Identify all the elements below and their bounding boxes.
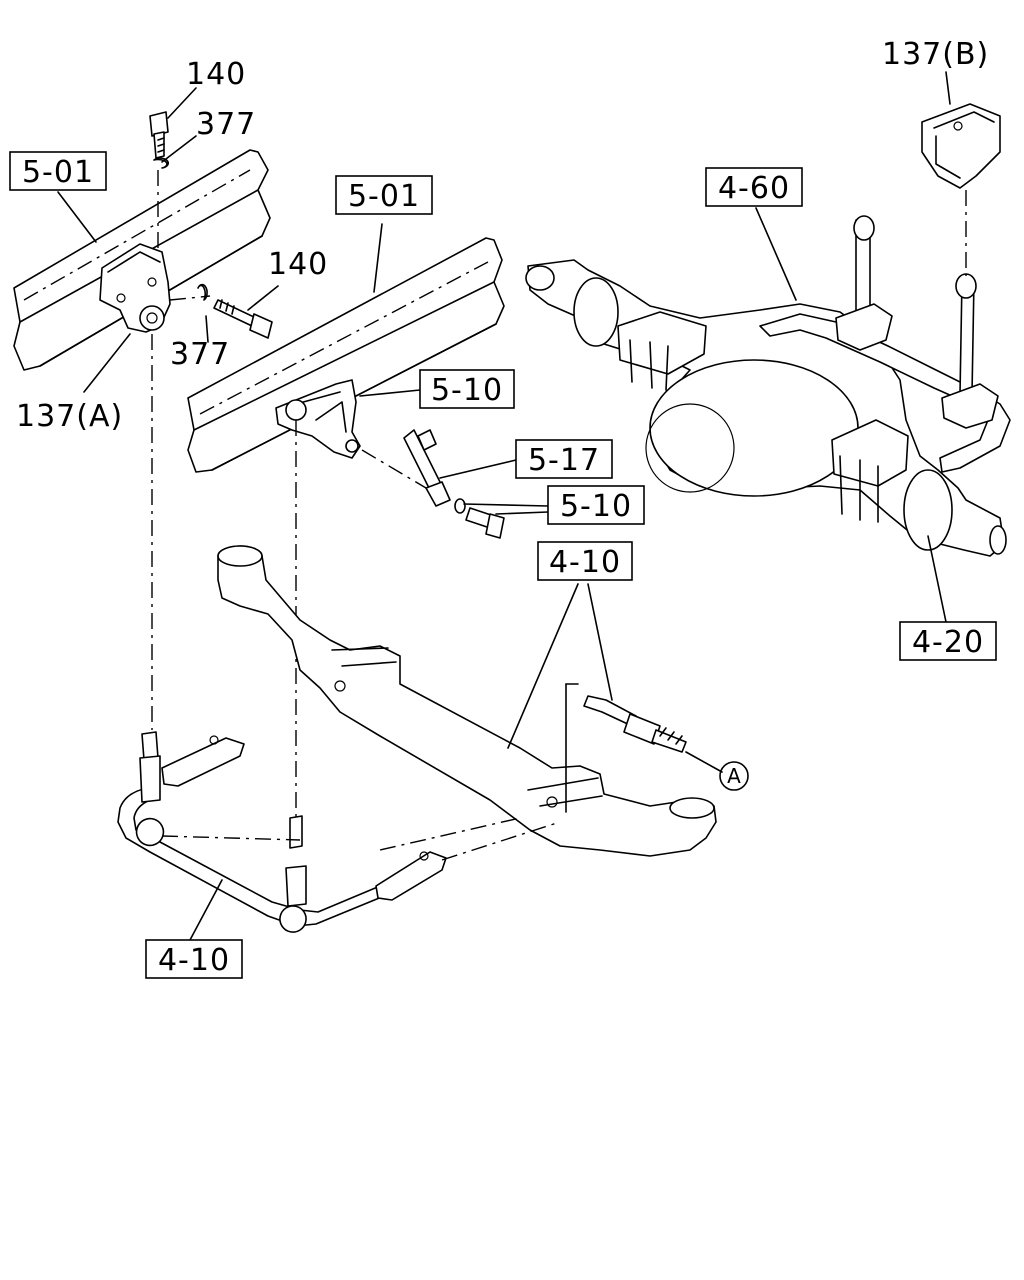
stabilizer-bar (117, 731, 447, 933)
label-4-10-center: 4-10 (537, 541, 633, 581)
svg-text:5-17: 5-17 (528, 443, 600, 478)
label-137a: 137(A) (16, 399, 123, 434)
svg-text:5-01: 5-01 (348, 179, 420, 214)
leader-lines (57, 71, 951, 941)
bracket-5-10 (275, 379, 361, 459)
washer-377-side (197, 283, 208, 301)
svg-text:4-20: 4-20 (912, 625, 984, 660)
label-5-10-bracket: 5-10 (419, 369, 515, 409)
label-5-01-center: 5-01 (335, 175, 433, 215)
front-axle-beam (217, 545, 717, 857)
svg-text:5-10: 5-10 (560, 489, 632, 524)
label-140-top: 140 (186, 57, 246, 92)
label-4-20: 4-20 (899, 621, 997, 661)
svg-text:4-10: 4-10 (158, 943, 230, 978)
svg-text:A: A (727, 764, 741, 788)
king-pin (583, 695, 687, 753)
label-5-17: 5-17 (515, 439, 613, 479)
label-4-10-bottom: 4-10 (145, 939, 243, 979)
bolt-140-top (149, 111, 169, 159)
label-4-60: 4-60 (705, 167, 803, 207)
bracket-137b (921, 103, 1001, 189)
reference-a-marker: A (719, 761, 749, 791)
svg-text:5-10: 5-10 (431, 373, 503, 408)
label-140-side: 140 (268, 247, 328, 282)
label-377-side: 377 (170, 337, 230, 372)
label-5-10-bolt: 5-10 (547, 485, 645, 525)
svg-text:5-01: 5-01 (22, 155, 94, 190)
link-5-17 (403, 429, 451, 507)
label-5-01-left: 5-01 (9, 151, 107, 191)
svg-text:4-60: 4-60 (718, 171, 790, 206)
rear-axle-housing (525, 215, 1011, 557)
washer-bolt-5-10 (454, 498, 505, 539)
label-137b: 137(B) (882, 37, 989, 72)
label-377-top: 377 (196, 107, 256, 142)
bolt-140-side (213, 299, 273, 339)
svg-text:4-10: 4-10 (549, 545, 621, 580)
bracket-137a (99, 243, 171, 333)
